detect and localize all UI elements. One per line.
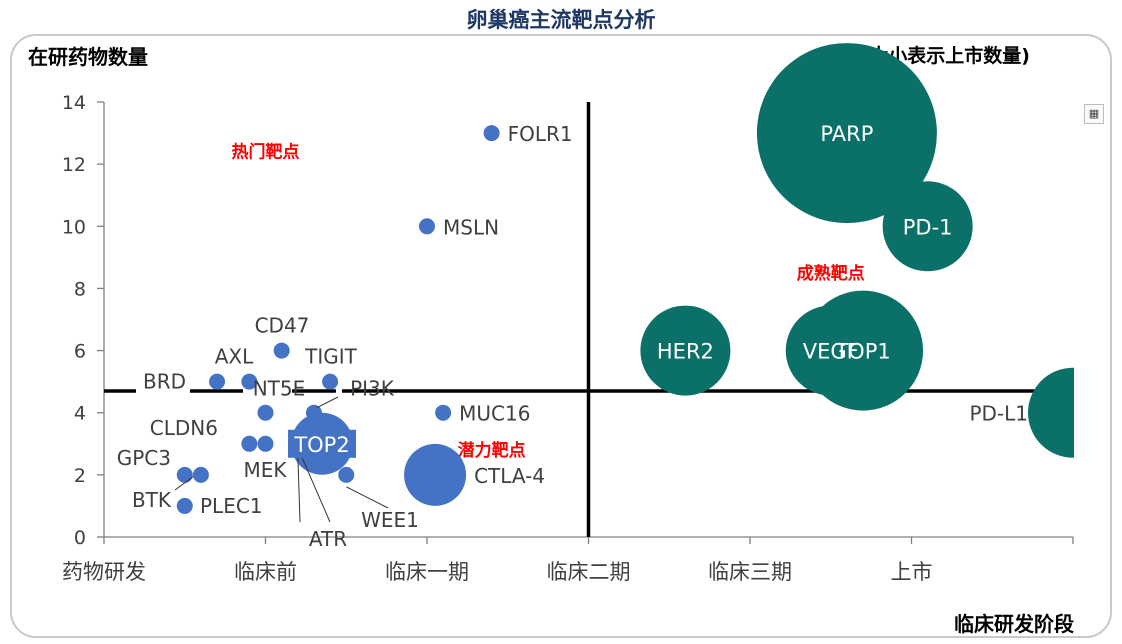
bubble-cldn6 — [241, 435, 258, 452]
point-label-top2: TOP2 — [293, 433, 349, 457]
point-label-msln: MSLN — [443, 215, 499, 239]
y-tick-label: 0 — [74, 527, 86, 549]
y-tick-label: 14 — [62, 92, 86, 114]
expand-icon[interactable]: ▦ — [1084, 104, 1104, 124]
bubble-wee1 — [338, 466, 355, 483]
bubble-ctla-4 — [404, 443, 467, 506]
point-label-wee1: WEE1 — [361, 508, 419, 532]
bubble-tigit — [322, 373, 339, 390]
y-tick-label: 10 — [62, 216, 86, 238]
x-tick-label: 药物研发 — [62, 560, 146, 584]
point-label-cldn6: CLDN6 — [150, 416, 218, 440]
y-tick-label: 6 — [74, 341, 86, 363]
x-tick-label: 临床前 — [234, 560, 297, 584]
label-box — [288, 429, 357, 458]
zone-label: 热门靶点 — [232, 142, 300, 163]
bubble-pd-1 — [882, 181, 973, 272]
point-label-parp: PARP — [820, 122, 873, 146]
point-label-folr1: FOLR1 — [508, 122, 573, 146]
leader-line — [346, 486, 389, 509]
y-tick-label: 12 — [62, 154, 86, 176]
point-label-pd-l1: PD-L1 — [969, 402, 1028, 426]
point-label-gpc3: GPC3 — [117, 446, 171, 470]
leader-line — [174, 476, 194, 491]
zone-label: 成熟靶点 — [797, 263, 865, 284]
bubble-btk — [192, 466, 209, 483]
x-axis-label: 临床研发阶段 — [954, 612, 1074, 636]
page-title: 卵巢癌主流靶点分析 — [466, 8, 656, 32]
bubble-her2 — [640, 305, 731, 396]
bubble-vegf — [785, 305, 876, 396]
bubble-pi3k — [305, 404, 322, 421]
point-label-tigit: TIGIT — [304, 345, 358, 369]
bubble-axl — [241, 373, 258, 390]
x-tick-label: 临床一期 — [385, 560, 469, 584]
point-label-btk: BTK — [132, 488, 172, 512]
point-label-axl: AXL — [215, 345, 254, 369]
x-tick-label: 临床三期 — [708, 560, 792, 584]
bubble-muc16 — [435, 404, 452, 421]
bubble-folr1 — [483, 125, 500, 142]
bubble-msln — [419, 218, 435, 235]
x-tick-label: 临床二期 — [547, 560, 631, 584]
point-label-vegf: VEGF — [803, 340, 859, 364]
bubble-pd-l1 — [1028, 367, 1074, 458]
y-tick-label: 4 — [74, 403, 86, 425]
point-label-pi3k: PI3K — [350, 377, 395, 401]
point-label-brd: BRD — [143, 370, 186, 394]
bubble-parp — [756, 43, 937, 224]
y-tick-label: 2 — [74, 465, 86, 487]
point-label-plec1: PLEC1 — [200, 494, 263, 518]
bubble-brd — [209, 373, 226, 390]
bubble-cd47 — [273, 342, 290, 359]
point-label-ctla-4: CTLA-4 — [474, 464, 545, 488]
y-axis-label: 在研药物数量 — [28, 45, 148, 69]
point-label-cd47: CD47 — [255, 314, 310, 338]
point-label-atr: ATR — [309, 527, 347, 551]
point-label-nt5e: NT5E — [253, 377, 306, 401]
point-label-muc16: MUC16 — [459, 402, 530, 426]
leader-line — [316, 396, 339, 409]
bubble-gpc3 — [176, 466, 193, 483]
point-label-her2: HER2 — [657, 340, 714, 364]
zone-label: 潜力靶点 — [458, 440, 526, 461]
x-tick-label: 上市 — [891, 560, 933, 584]
point-label-top1: TOP1 — [834, 340, 890, 364]
chart-frame — [10, 34, 1112, 638]
point-label-mek: MEK — [243, 458, 287, 482]
leader-line — [297, 447, 331, 523]
y-tick-label: 8 — [74, 278, 86, 300]
bubble-plec1 — [176, 497, 193, 514]
bubble-mek — [257, 435, 274, 452]
point-label-pd-1: PD-1 — [903, 215, 953, 239]
leader-line — [297, 453, 301, 523]
bubble-nt5e — [257, 404, 274, 421]
